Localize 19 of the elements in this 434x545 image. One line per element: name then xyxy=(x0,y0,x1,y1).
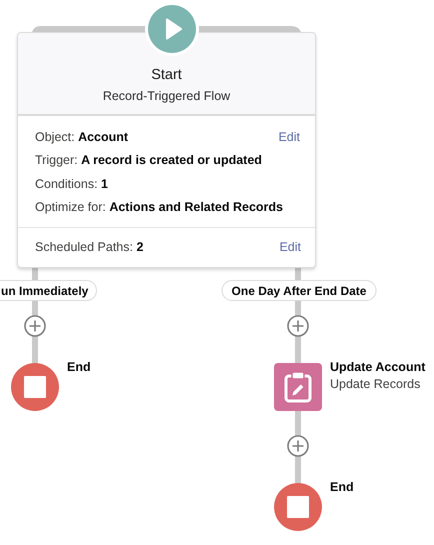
node-label: End xyxy=(330,479,354,496)
node-title: Start xyxy=(151,66,182,86)
node-label: Update Account xyxy=(330,359,426,376)
node-label: End xyxy=(67,359,91,376)
start-card xyxy=(17,32,316,268)
field-text: Scheduled Paths: 2 xyxy=(35,240,144,254)
edge-label: un Immediately xyxy=(0,280,98,301)
edge-label: One Day After End Date xyxy=(222,280,376,301)
node-sublabel: Update Records xyxy=(330,376,422,393)
field-text: Conditions: 1 xyxy=(35,176,108,191)
node-subtitle: Record-Triggered Flow xyxy=(102,88,230,106)
field-text: Optimize for: Actions and Related Records xyxy=(35,200,283,214)
edit-link: Edit xyxy=(279,240,301,254)
field-text: Trigger: A record is created or updated xyxy=(35,153,262,168)
field-text: Object: Account xyxy=(35,130,128,144)
end-circle xyxy=(274,483,322,531)
end-circle xyxy=(11,363,59,411)
action-tile xyxy=(274,363,322,411)
edit-link: Edit xyxy=(278,130,300,144)
